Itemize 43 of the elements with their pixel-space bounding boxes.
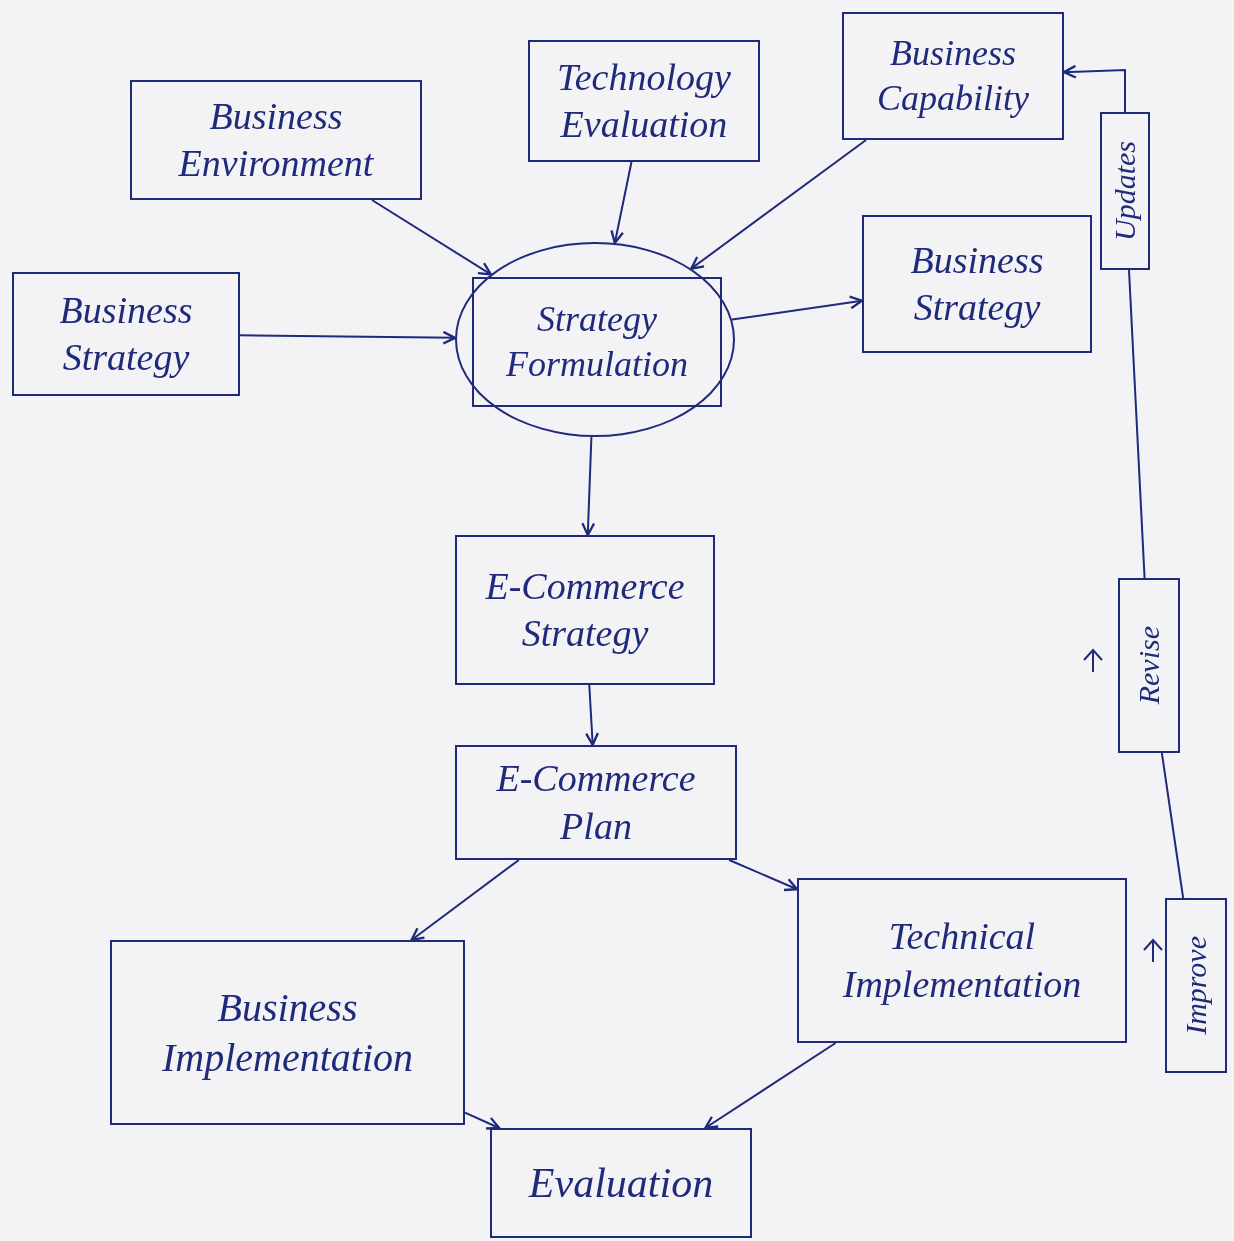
process-box (130, 80, 422, 200)
process-box (455, 745, 737, 860)
box-label: Improve (1181, 936, 1211, 1035)
process-box (842, 12, 1064, 140)
process-box (455, 535, 715, 685)
arrow (610, 161, 633, 245)
arrow (581, 435, 596, 537)
arrow (704, 1042, 837, 1130)
arrow (370, 199, 492, 276)
box-label: Updates (1110, 141, 1140, 241)
process-box (110, 940, 465, 1125)
label-box (1118, 578, 1180, 753)
box-label: Business Strategy (58, 287, 194, 380)
process-box (490, 1128, 752, 1238)
arrow (410, 859, 520, 942)
arrow (464, 1111, 501, 1130)
arrow (690, 139, 868, 270)
process-box (797, 878, 1127, 1043)
process-box (472, 277, 722, 407)
box-label: Business Strategy (909, 237, 1045, 330)
box-label: Business Environment (177, 93, 375, 186)
process-box (528, 40, 760, 162)
box-label: Business Implementation (160, 983, 415, 1082)
box-label: Strategy Formulation (505, 298, 689, 386)
box-label: Business Capability (876, 32, 1030, 120)
box-label: E-Commerce Strategy (484, 563, 686, 656)
arrow (585, 684, 600, 747)
label-box (1165, 898, 1227, 1073)
box-label: Revise (1134, 626, 1164, 705)
arrow (239, 330, 457, 345)
box-label: Technology Evaluation (556, 54, 732, 147)
arrow (728, 859, 799, 892)
box-label: Technical Implementation (841, 914, 1083, 1007)
process-box (862, 215, 1092, 353)
arrow (731, 295, 864, 321)
process-box (12, 272, 240, 396)
connector-line (1128, 269, 1146, 579)
label-box (1100, 112, 1150, 270)
ellipse-outline (455, 242, 735, 437)
box-label: E-Commerce Plan (495, 756, 697, 849)
arrow (1062, 64, 1126, 113)
connector-line (1160, 752, 1185, 899)
box-label: Evaluation (528, 1158, 714, 1208)
